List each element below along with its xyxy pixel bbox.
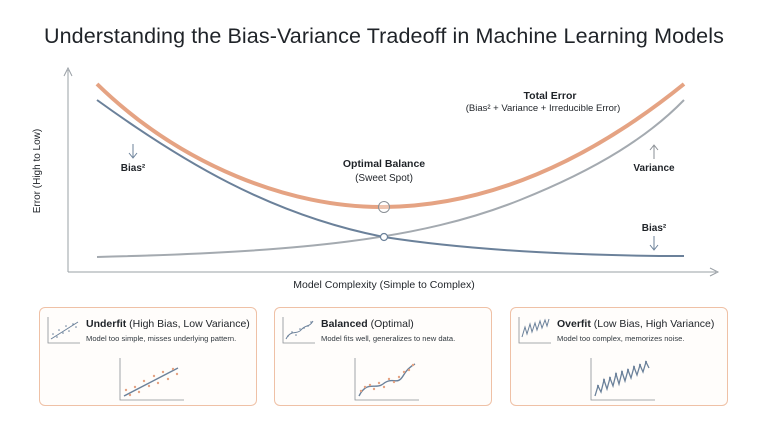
total-error-curve [95, 82, 686, 210]
underfit-card-title: Underfit (High Bias, Low Variance) [86, 318, 250, 330]
smooth-fit-icon [282, 317, 315, 344]
bias-label-right: Bias² [642, 223, 667, 234]
optimal-point-marker [378, 201, 390, 213]
tradeoff-chart: Total Error (Bias² + Variance + Irreduci… [32, 66, 720, 291]
x-axis-label: Model Complexity (Simple to Complex) [293, 279, 474, 291]
variance-label: Variance [633, 163, 675, 174]
underfit-plot [119, 358, 184, 401]
intersection-marker [379, 232, 389, 242]
underfit-card: Underfit (High Bias, Low Variance) Model… [39, 307, 257, 406]
total-error-formula: (Bias² + Variance + Irreducible Error) [466, 103, 621, 114]
total-error-label: Total Error [524, 90, 577, 102]
balanced-card: Balanced (Optimal) Model fits well, gene… [274, 307, 492, 406]
bias-right-down-arrow-icon [649, 236, 659, 251]
overfit-card-title: Overfit (Low Bias, High Variance) [557, 318, 715, 330]
variance-curve [96, 99, 685, 258]
optimal-balance-label: Optimal Balance [343, 158, 425, 170]
overfit-plot [590, 358, 655, 401]
balanced-card-description: Model fits well, generalizes to new data… [321, 334, 456, 343]
balanced-plot [354, 358, 419, 401]
y-axis-label: Error (High to Low) [32, 129, 43, 213]
overfit-card: Overfit (Low Bias, High Variance) Model … [510, 307, 728, 406]
y-axis-arrow [63, 66, 73, 77]
bias-label-left: Bias² [121, 163, 146, 174]
sweet-spot-label: (Sweet Spot) [355, 173, 413, 184]
jagged-fit-icon [518, 317, 551, 344]
underfit-card-description: Model too simple, misses underlying patt… [86, 334, 237, 343]
linear-fit-icon [47, 317, 80, 344]
diagram-title: Understanding the Bias-Variance Tradeoff… [44, 24, 724, 48]
x-axis-arrow [709, 267, 720, 277]
bias-down-arrow-icon [128, 144, 138, 159]
overfit-card-description: Model too complex, memorizes noise. [557, 334, 685, 343]
variance-up-arrow-icon [649, 144, 659, 159]
axes [63, 66, 720, 277]
balanced-card-title: Balanced (Optimal) [321, 318, 414, 330]
